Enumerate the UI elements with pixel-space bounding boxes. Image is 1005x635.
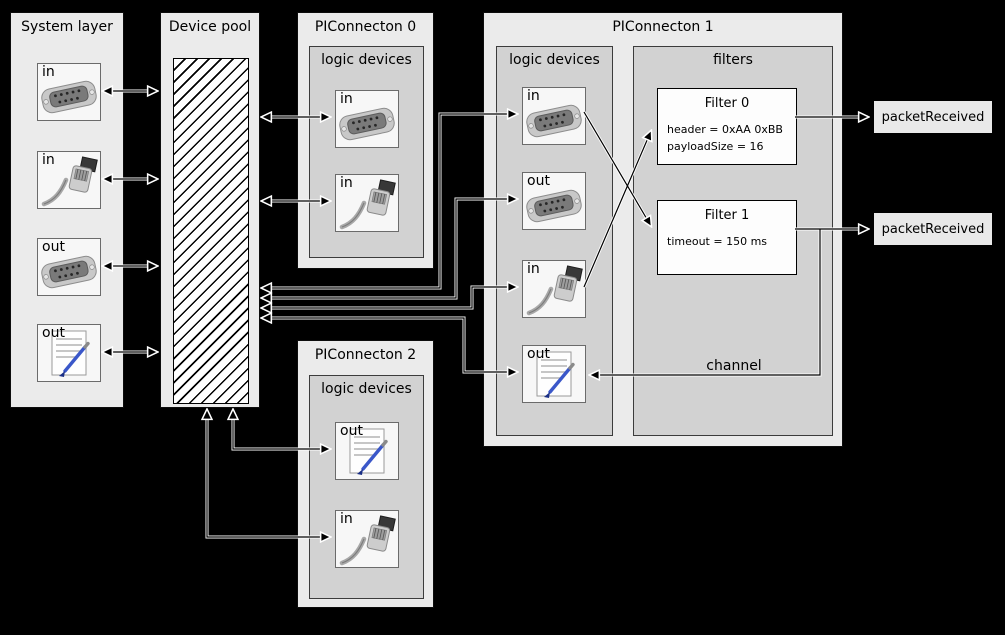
device-label: out [527, 346, 550, 362]
system-layer-panel: System layer in in out out [10, 12, 124, 408]
piconnecton1-title: PIConnecton 1 [612, 19, 714, 35]
device-pool-title: Device pool [168, 19, 252, 35]
packet-received-label: packetReceived [881, 109, 985, 125]
sys-device-in-ethernet: in [37, 151, 101, 209]
device-label: out [42, 325, 65, 341]
channel-label: channel [706, 358, 762, 374]
packet-received-box: packetReceived [873, 212, 993, 246]
filter-1-param-timeout: timeout = 150 ms [667, 235, 768, 248]
sys-device-out-document: out [37, 324, 101, 382]
filters-title: filters [713, 52, 753, 68]
pic2-device-out-document: out [335, 422, 399, 480]
logic-devices-title: logic devices [321, 381, 412, 397]
pic1-device-in-ethernet: in [522, 260, 586, 318]
device-label: in [527, 261, 540, 277]
piconnecton1-logic-devices: logic devices in out in out [496, 46, 613, 436]
device-label: in [340, 175, 353, 191]
device-pool-hatch [173, 58, 249, 404]
pic1-device-out-serial: out [522, 172, 586, 230]
piconnecton0-panel: PIConnecton 0 logic devices in in [297, 12, 434, 269]
filter-0-box: Filter 0 header = 0xAA 0xBB payloadSize … [657, 88, 797, 165]
device-label: in [340, 91, 353, 107]
logic-devices-title: logic devices [321, 52, 412, 68]
filter-1-box: Filter 1 timeout = 150 ms [657, 200, 797, 275]
filter-0-param-header: header = 0xAA 0xBB [667, 123, 783, 136]
device-label: in [527, 88, 540, 104]
packet-received-box: packetReceived [873, 100, 993, 134]
piconnecton0-title: PIConnecton 0 [314, 19, 417, 35]
filter-0-title: Filter 0 [704, 96, 750, 111]
sys-device-in-serial: in [37, 63, 101, 121]
piconnecton2-logic-devices: logic devices out in [309, 375, 424, 599]
pic0-device-in-ethernet: in [335, 174, 399, 232]
pic2-device-in-ethernet: in [335, 510, 399, 568]
device-label: out [527, 173, 550, 189]
device-label: in [42, 64, 55, 80]
piconnecton1-panel: PIConnecton 1 logic devices in out in ou… [483, 12, 843, 447]
device-label: out [340, 423, 363, 439]
packet-received-label: packetReceived [881, 221, 985, 237]
pic0-device-in-serial: in [335, 90, 399, 148]
sys-device-out-serial: out [37, 238, 101, 296]
device-label: out [42, 239, 65, 255]
logic-devices-title: logic devices [509, 52, 600, 68]
device-label: in [340, 511, 353, 527]
filter-1-title: Filter 1 [704, 208, 750, 223]
device-label: in [42, 152, 55, 168]
pic1-device-in-serial: in [522, 87, 586, 145]
piconnecton1-filters: filters Filter 0 header = 0xAA 0xBB payl… [633, 46, 833, 436]
pic1-device-out-document: out [522, 345, 586, 403]
system-layer-title: System layer [21, 19, 113, 35]
device-pool-panel: Device pool [160, 12, 260, 408]
piconnecton0-logic-devices: logic devices in in [309, 46, 424, 258]
piconnecton2-title: PIConnecton 2 [314, 347, 417, 363]
piconnecton2-panel: PIConnecton 2 logic devices out in [297, 340, 434, 608]
filter-0-param-payload: payloadSize = 16 [667, 140, 764, 154]
